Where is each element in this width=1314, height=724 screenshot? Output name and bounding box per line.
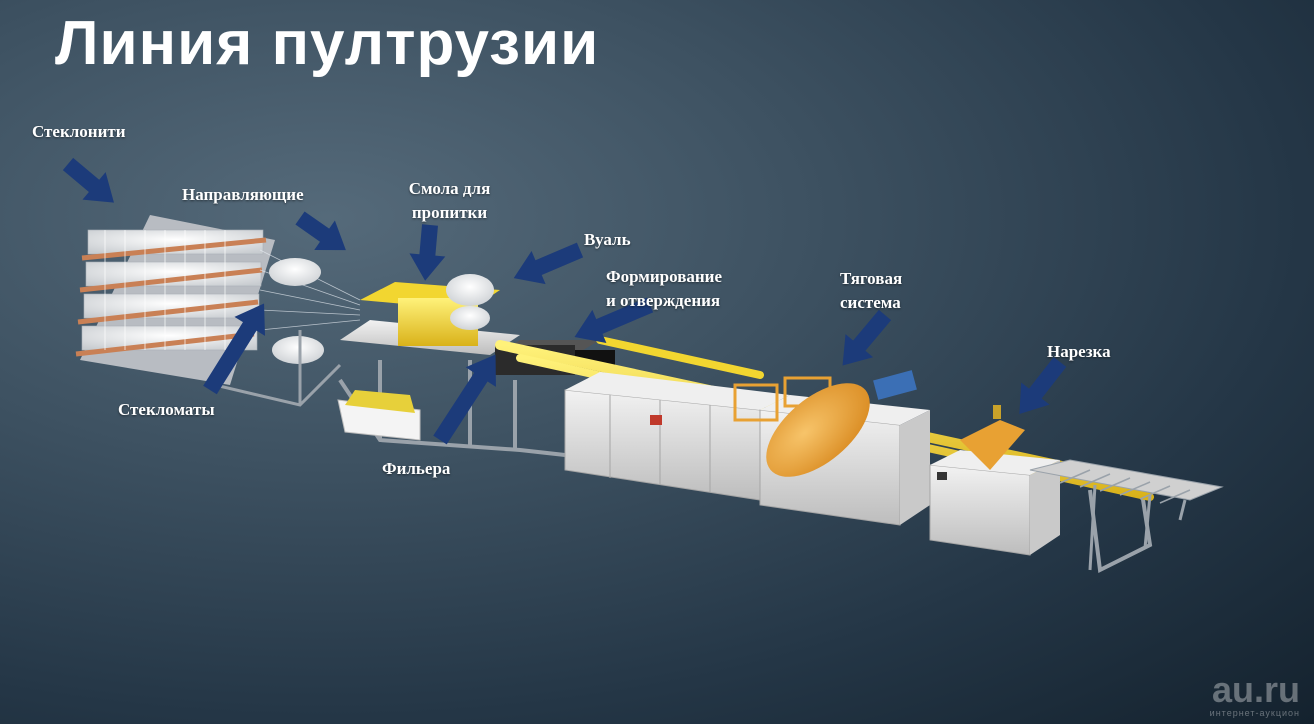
curing-cabinet [564, 372, 790, 501]
label-smola-line2: пропитки [411, 203, 488, 222]
runout-table [1029, 459, 1224, 571]
label-smola: Смола для пропитки [392, 177, 507, 225]
label-formirovanie-line1: Формирование [606, 267, 723, 286]
arrow-smola-icon [409, 224, 446, 281]
label-steklonity: Стеклонити [32, 122, 126, 141]
arrow-napravlyayushchie-icon [295, 211, 346, 251]
label-napravlyayushchie: Направляющие [182, 185, 304, 204]
label-vual: Вуаль [584, 230, 631, 249]
arrow-filera-icon [433, 354, 496, 445]
cutoff-saw [929, 405, 1060, 556]
label-narezka: Нарезка [1047, 342, 1111, 361]
label-smola-line1: Смола для [408, 179, 491, 198]
arrow-vual-icon [513, 242, 584, 285]
label-tyagovaya-line1: Тяговая [840, 269, 903, 288]
roving-creel [75, 215, 361, 407]
au-ru-watermark: au.ru интернет-аукцион [1209, 669, 1300, 719]
label-filera: Фильера [382, 459, 451, 478]
watermark-logo: au.ru [1211, 669, 1300, 710]
arrow-steklomaty-icon [203, 303, 266, 395]
slide-title: Линия пултрузии [55, 9, 600, 78]
arrow-formirovanie-icon [574, 297, 654, 344]
label-steklomaty: Стекломаты [118, 400, 215, 419]
label-formirovanie: Формирование и отверждения [606, 265, 722, 313]
arrow-narezka-icon [1019, 357, 1067, 415]
label-tyagovaya-line2: система [840, 293, 901, 312]
arrow-steklonity-icon [62, 157, 114, 203]
label-tyagovaya: Тяговая система [840, 267, 902, 315]
pointer-arrows [62, 157, 1067, 445]
resin-bath [337, 274, 520, 441]
puller-unit [733, 370, 930, 526]
watermark-subtitle: интернет-аукцион [1209, 708, 1300, 718]
arrow-tyagovaya-icon [842, 309, 892, 366]
label-formirovanie-line2: и отверждения [606, 291, 721, 310]
